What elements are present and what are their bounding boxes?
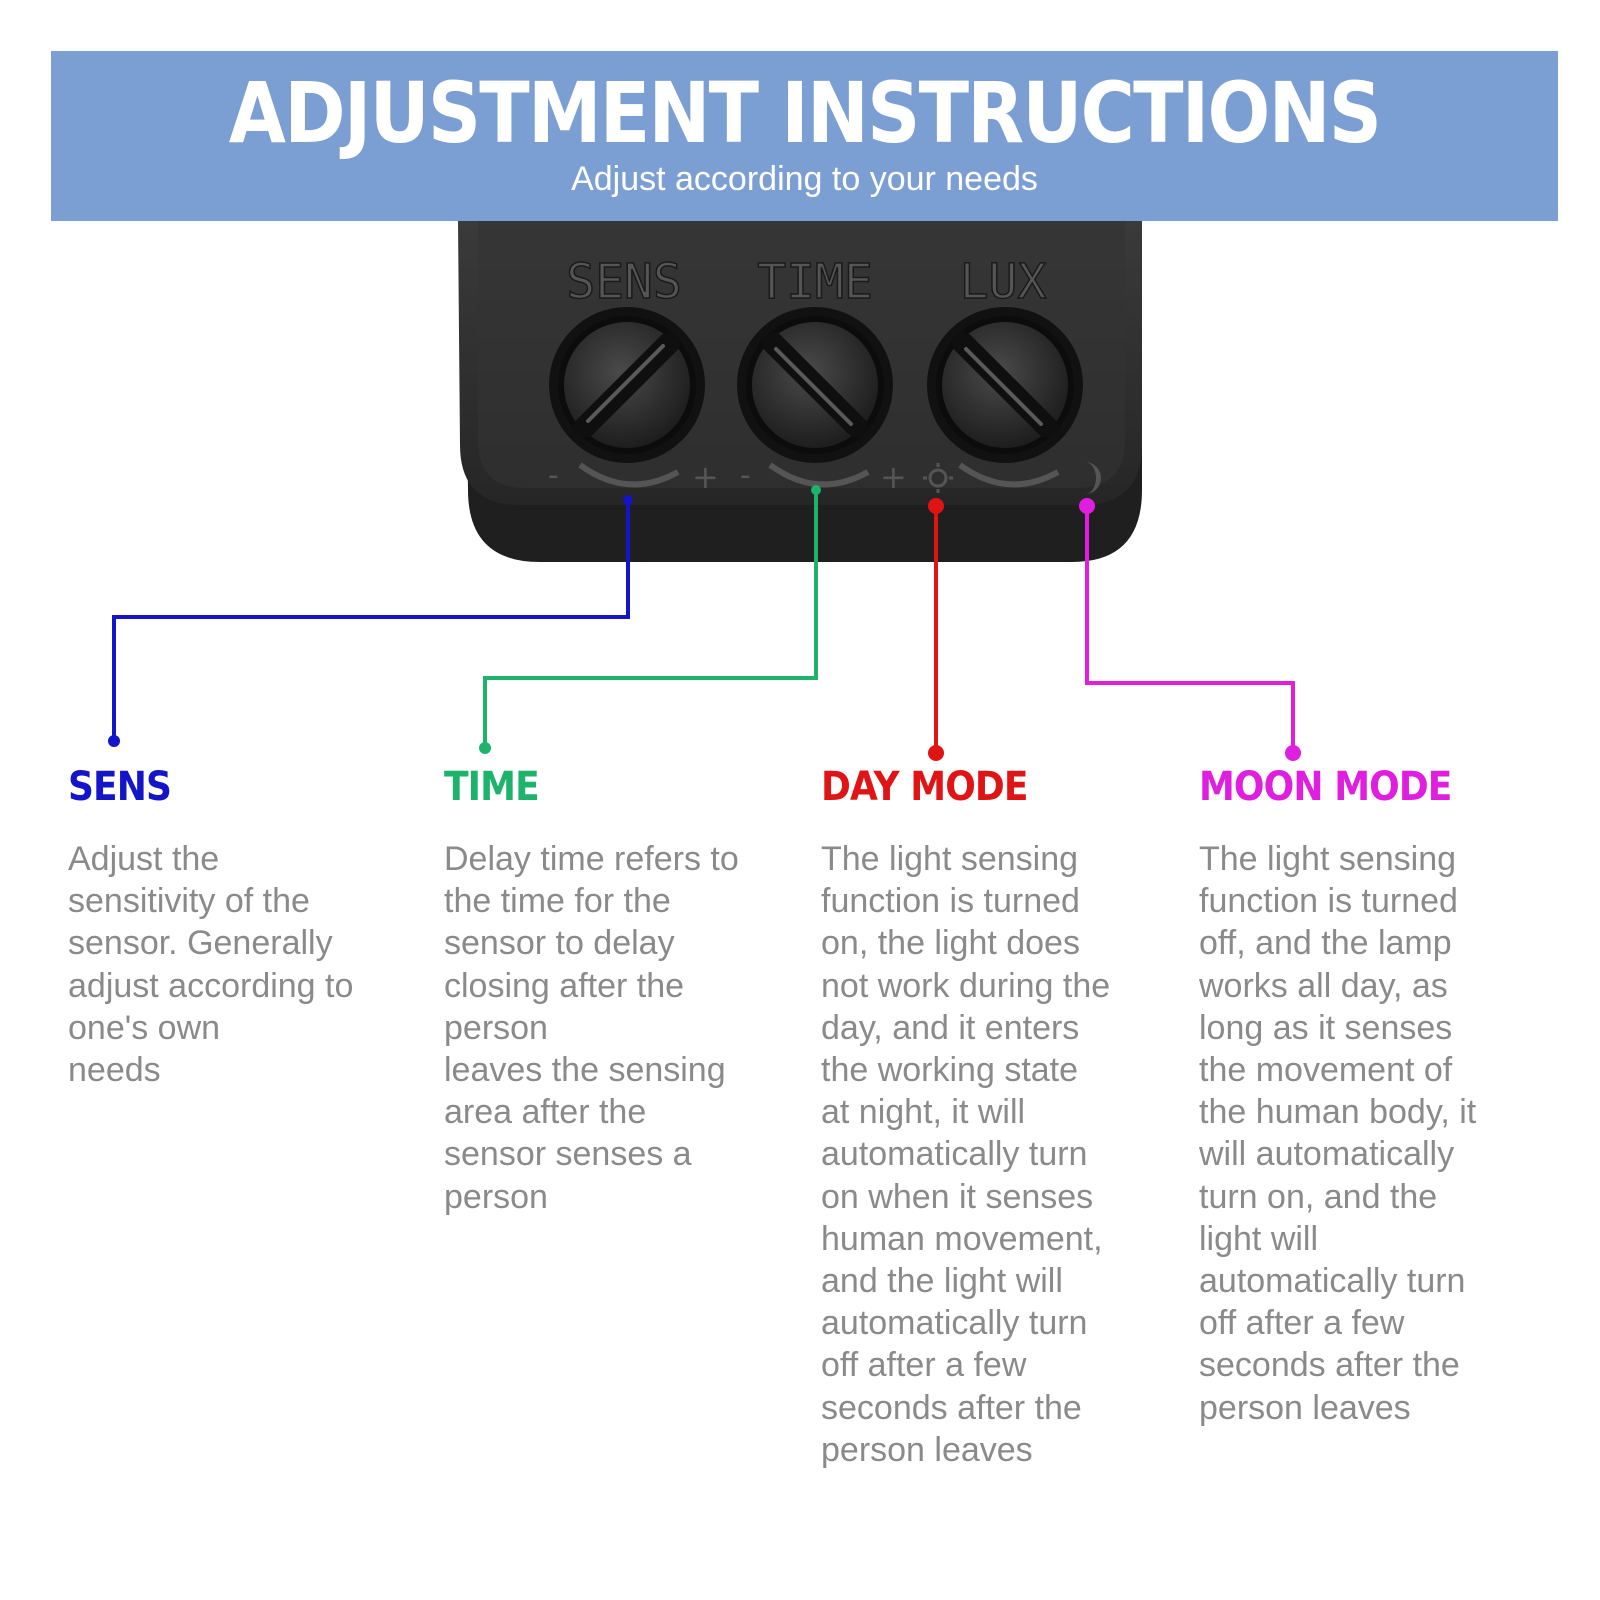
section-heading-sens: SENS bbox=[68, 764, 172, 810]
sens-knob[interactable] bbox=[549, 307, 705, 463]
callout-sens bbox=[112, 500, 630, 740]
section-heading-day-mode: DAY MODE bbox=[821, 764, 1029, 810]
moon-icon bbox=[1085, 462, 1101, 494]
time-plus-mark: + bbox=[880, 458, 907, 496]
lux-knob[interactable] bbox=[927, 307, 1083, 463]
section-body-moon-mode: The light sensing function is turned off… bbox=[1199, 840, 1477, 1427]
device-label-lux: LUX bbox=[960, 254, 1047, 310]
page-subtitle: Adjust according to your needs bbox=[571, 160, 1038, 198]
callout-sens-dot-top bbox=[623, 495, 633, 505]
callout-moon-mode-dot-bottom bbox=[1285, 745, 1301, 761]
sens-plus-mark: + bbox=[692, 458, 719, 496]
time-knob[interactable] bbox=[737, 307, 893, 463]
callout-day-mode-dot-bottom bbox=[928, 745, 944, 761]
section-body-day-mode: The light sensing function is turned on,… bbox=[821, 840, 1111, 1469]
lux-arc bbox=[958, 462, 1060, 488]
section-moon-mode: MOON MODE The light sensing function is … bbox=[1199, 758, 1544, 1429]
section-body-sens: Adjust the sensitivity of the sensor. Ge… bbox=[68, 840, 354, 1090]
callout-moon-mode-dot-top bbox=[1079, 498, 1095, 514]
section-time: TIME Delay time refers to the time for t… bbox=[444, 758, 789, 1218]
sens-arc bbox=[578, 462, 680, 488]
section-heading-time: TIME bbox=[444, 764, 540, 810]
sun-icon bbox=[923, 463, 953, 493]
time-minus-mark: - bbox=[740, 458, 751, 493]
callout-moon-mode bbox=[1085, 506, 1295, 752]
section-day-mode: DAY MODE The light sensing function is t… bbox=[821, 758, 1166, 1471]
page-title: ADJUSTMENT INSTRUCTIONS bbox=[228, 64, 1382, 162]
section-body-time: Delay time refers to the time for the se… bbox=[444, 840, 739, 1216]
callout-sens-dot-bottom bbox=[108, 735, 120, 747]
callout-time-dot-top bbox=[811, 485, 821, 495]
section-heading-moon-mode: MOON MODE bbox=[1199, 764, 1452, 810]
sens-minus-mark: - bbox=[548, 458, 559, 493]
device-label-sens: SENS bbox=[566, 254, 682, 310]
callout-time-dot-bottom bbox=[479, 742, 491, 754]
callout-time bbox=[483, 490, 818, 747]
callout-day-mode-dot-top bbox=[928, 498, 944, 514]
time-arc bbox=[768, 462, 870, 488]
header-banner: ADJUSTMENT INSTRUCTIONS Adjust according… bbox=[51, 51, 1558, 221]
device-label-time: TIME bbox=[757, 254, 873, 310]
section-sens: SENS Adjust the sensitivity of the senso… bbox=[68, 758, 413, 1091]
